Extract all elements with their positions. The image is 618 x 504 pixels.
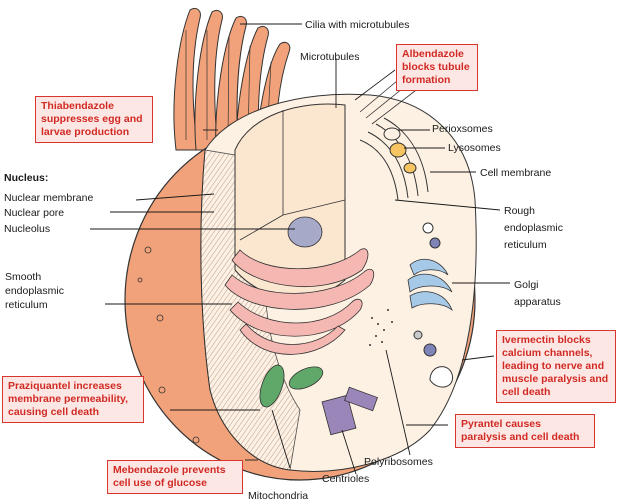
vesicle xyxy=(423,343,437,357)
vesicle xyxy=(429,366,454,388)
label-cell-membrane: Cell membrane xyxy=(480,167,552,179)
label-centrioles: Centrioles xyxy=(322,473,370,485)
cilia-stripes xyxy=(185,30,272,141)
label-nuclear-pore: Nuclear pore xyxy=(4,207,65,219)
rough-er-right xyxy=(359,117,429,201)
cilia xyxy=(173,7,291,153)
peroxisome xyxy=(383,127,401,141)
label-rough-er: Rough endoplasmic reticulum xyxy=(504,205,563,251)
label-polyribosomes: Polyribosomes xyxy=(364,456,433,468)
lysosome xyxy=(389,142,407,158)
drug-box-thiabendazole: Thiabendazole suppresses egg and larvae … xyxy=(35,96,153,143)
drug-box-ivermectin: Ivermectin blocks calcium channels, lead… xyxy=(496,330,616,403)
rough-er-shape xyxy=(224,248,375,355)
label-perioxsomes: Perioxsomes xyxy=(432,123,493,135)
vesicle xyxy=(413,330,423,340)
drug-box-mebendazole: Mebendazole prevents cell use of glucose xyxy=(107,460,243,494)
drug-box-albendazole: Albendazole blocks tubule formation xyxy=(396,44,478,91)
drug-box-pyrantel: Pyrantel causes paralysis and cell death xyxy=(455,414,595,448)
vesicle xyxy=(429,237,441,249)
mitochondrion xyxy=(288,366,324,390)
label-microtubules: Microtubules xyxy=(300,51,360,63)
lysosome xyxy=(403,162,417,174)
drug-box-praziquantel: Praziquantel increases membrane permeabi… xyxy=(2,376,144,423)
vesicle xyxy=(422,222,434,234)
centrioles-shape xyxy=(321,386,379,436)
label-nuclear-membrane: Nuclear membrane xyxy=(4,192,94,204)
label-golgi: Golgi apparatus xyxy=(514,279,561,308)
leader-lines xyxy=(90,23,510,475)
membrane-pores xyxy=(137,246,200,444)
label-nucleus-heading: Nucleus: xyxy=(4,172,49,184)
label-smooth-er: Smooth endoplasmic reticulum xyxy=(5,271,64,311)
mitochondrion xyxy=(259,364,285,408)
label-cilia: Cilia with microtubules xyxy=(305,19,410,31)
golgi-shape xyxy=(407,258,453,312)
label-mitochondria: Mitochondria xyxy=(248,490,309,502)
polyribosome-dots xyxy=(369,309,393,346)
nucleolus-shape xyxy=(287,216,323,248)
label-lysosomes: Lysosomes xyxy=(448,142,501,154)
label-nucleolus: Nucleolus xyxy=(4,223,51,235)
